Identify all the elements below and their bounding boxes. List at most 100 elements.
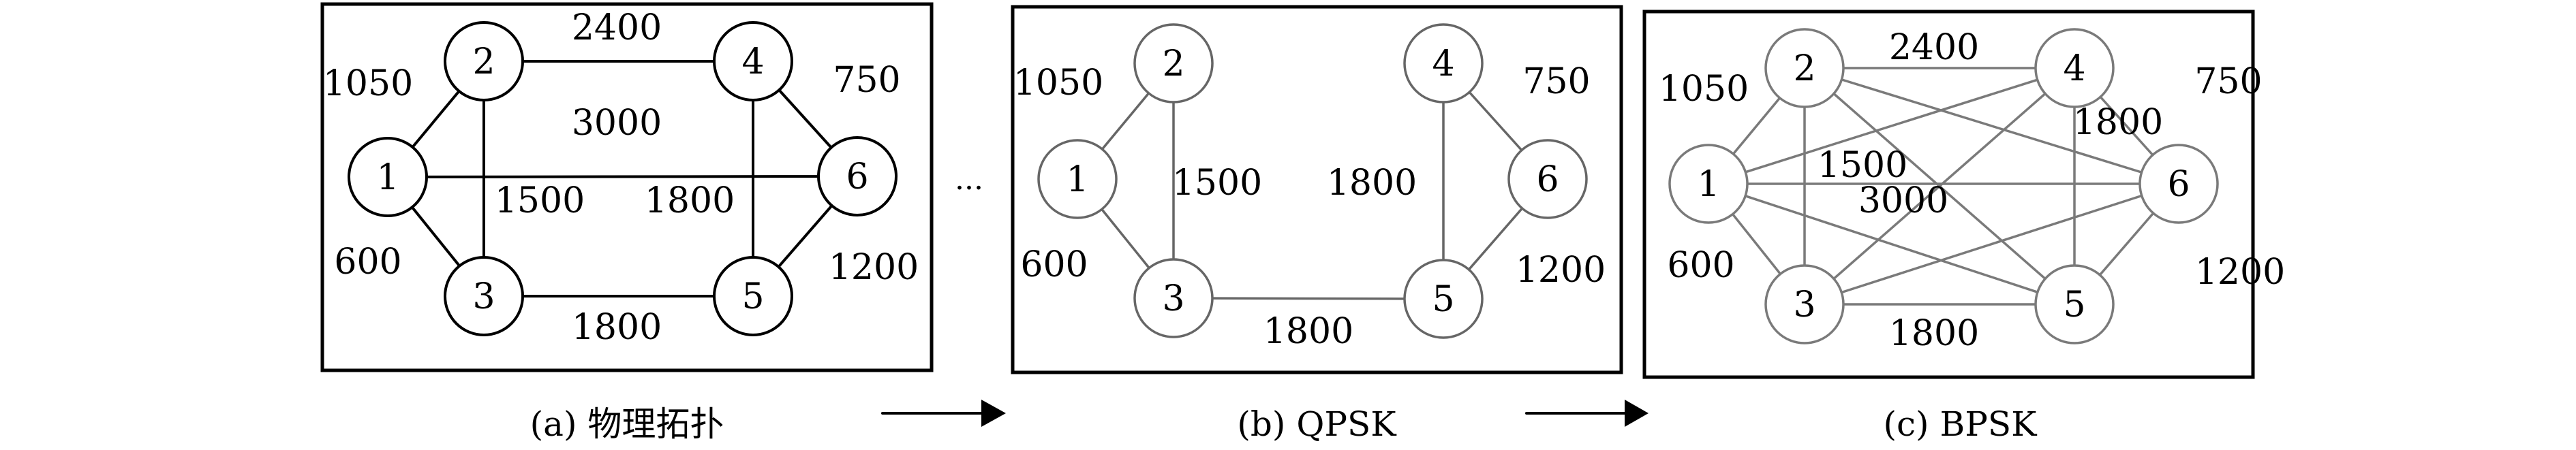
node-circle — [2138, 144, 2219, 224]
node-circle — [444, 256, 524, 336]
node-5: 5 — [1403, 259, 1484, 339]
node-label: 5 — [741, 276, 764, 317]
node-label: 2 — [472, 42, 495, 82]
node-circle — [1133, 23, 1214, 103]
edge-label-4-6: 750 — [2194, 61, 2262, 102]
panel-frame — [320, 2, 934, 372]
edge-1-6 — [426, 175, 819, 178]
edge-label-5-6: 1200 — [2195, 252, 2285, 293]
edge-label-4-6: 750 — [833, 60, 900, 101]
node-label: 6 — [1536, 159, 1559, 200]
node-label: 2 — [1793, 48, 1815, 89]
edge-label-1-2: 1050 — [323, 63, 413, 104]
node-label: 3 — [1162, 278, 1184, 319]
node-circle — [713, 21, 793, 101]
edge-1-3 — [1732, 213, 1781, 275]
edge-label-4-5: 1800 — [2073, 102, 2163, 143]
panel-physical-topology: 1 2 3 4 5 6 1050 600 3000 1500 2400 1800 1800 750 1200 — [320, 2, 934, 372]
edge-4-6 — [1468, 91, 1523, 151]
node-circle — [2034, 28, 2115, 108]
node-5: 5 — [2034, 264, 2115, 344]
node-label: 1 — [376, 157, 399, 198]
node-label: 5 — [2063, 285, 2085, 325]
arrow-a-to-b — [881, 400, 1006, 427]
node-6: 6 — [2138, 144, 2219, 224]
ellipsis: ... — [955, 162, 983, 197]
edge-1-3 — [411, 206, 461, 267]
node-1: 1 — [1037, 139, 1118, 219]
edge-1-2 — [411, 90, 461, 148]
node-circle — [1668, 144, 1749, 224]
node-label: 3 — [1793, 285, 1815, 325]
edge-label-3-5: 1800 — [1889, 313, 1979, 354]
node-circle — [1764, 28, 1845, 108]
node-label: 5 — [1432, 279, 1454, 320]
caption-c: (c) BPSK — [1884, 404, 2038, 444]
node-circle — [2034, 264, 2115, 344]
caption-b: (b) QPSK — [1237, 404, 1397, 444]
edge-5-6 — [2098, 212, 2155, 276]
node-circle — [1507, 139, 1588, 219]
edge-label-5-6: 1200 — [1516, 250, 1606, 291]
edges — [1101, 91, 1523, 300]
arrowhead-icon — [981, 400, 1006, 427]
node-circle — [817, 136, 898, 216]
node-2: 2 — [1133, 23, 1214, 103]
panel-frame — [1642, 10, 2255, 379]
edge-label-4-6: 750 — [1522, 61, 1590, 102]
edge-label-3-5: 1800 — [1263, 311, 1353, 352]
node-label: 1 — [1066, 159, 1088, 200]
node-circle — [1403, 23, 1484, 103]
node-circle — [713, 256, 793, 336]
caption-a: (a) 物理拓扑 — [530, 404, 724, 444]
node-5: 5 — [713, 256, 793, 336]
node-circle — [1133, 258, 1214, 338]
edge-label-1-6: 3000 — [1858, 180, 1948, 221]
edge-labels: 1050 600 3000 1500 2400 1800 1800 750 1200 — [323, 7, 919, 348]
node-circle — [1764, 264, 1845, 344]
node-2: 2 — [1764, 28, 1845, 108]
edge-3-5 — [1212, 297, 1405, 300]
node-label: 6 — [2167, 164, 2190, 205]
edge-label-1-3: 600 — [1667, 245, 1734, 286]
edge-label-2-4: 2400 — [572, 7, 662, 48]
edge-label-1-2: 1050 — [1659, 69, 1749, 110]
node-3: 3 — [1764, 264, 1845, 344]
node-1: 1 — [348, 137, 428, 217]
edge-1-2 — [1732, 97, 1781, 155]
node-circle — [444, 21, 524, 101]
edge-1-5 — [1745, 195, 2038, 293]
node-label: 4 — [2063, 48, 2085, 89]
edge-1-3 — [1101, 208, 1150, 269]
edge-label-1-3: 600 — [334, 242, 401, 283]
edge-label-1-3: 600 — [1020, 244, 1088, 285]
node-label: 4 — [741, 42, 764, 82]
node-3: 3 — [1133, 258, 1214, 338]
node-1: 1 — [1668, 144, 1749, 224]
edges — [1732, 67, 2155, 306]
edge-label-2-4: 2400 — [1889, 27, 1979, 68]
edge-label-1-6: 3000 — [572, 103, 662, 144]
edge-label-3-5: 1800 — [572, 307, 662, 348]
edge-1-4 — [1745, 78, 2038, 174]
edge-label-2-3: 1500 — [495, 180, 585, 221]
node-circle — [1037, 139, 1118, 219]
node-6: 6 — [1507, 139, 1588, 219]
edge-4-6 — [778, 89, 833, 149]
node-circle — [1403, 259, 1484, 339]
edge-5-6 — [1468, 207, 1523, 271]
node-4: 4 — [2034, 28, 2115, 108]
node-label: 4 — [1432, 44, 1454, 84]
edges — [411, 60, 833, 298]
edge-3-6 — [1841, 194, 2143, 294]
node-label: 2 — [1162, 44, 1184, 84]
edge-label-5-6: 1200 — [829, 247, 919, 288]
edge-2-6 — [1841, 78, 2143, 174]
edge-label-4-5: 1800 — [645, 180, 735, 221]
edge-label-2-3: 1500 — [1172, 163, 1262, 204]
node-6: 6 — [817, 136, 898, 216]
node-3: 3 — [444, 256, 524, 336]
